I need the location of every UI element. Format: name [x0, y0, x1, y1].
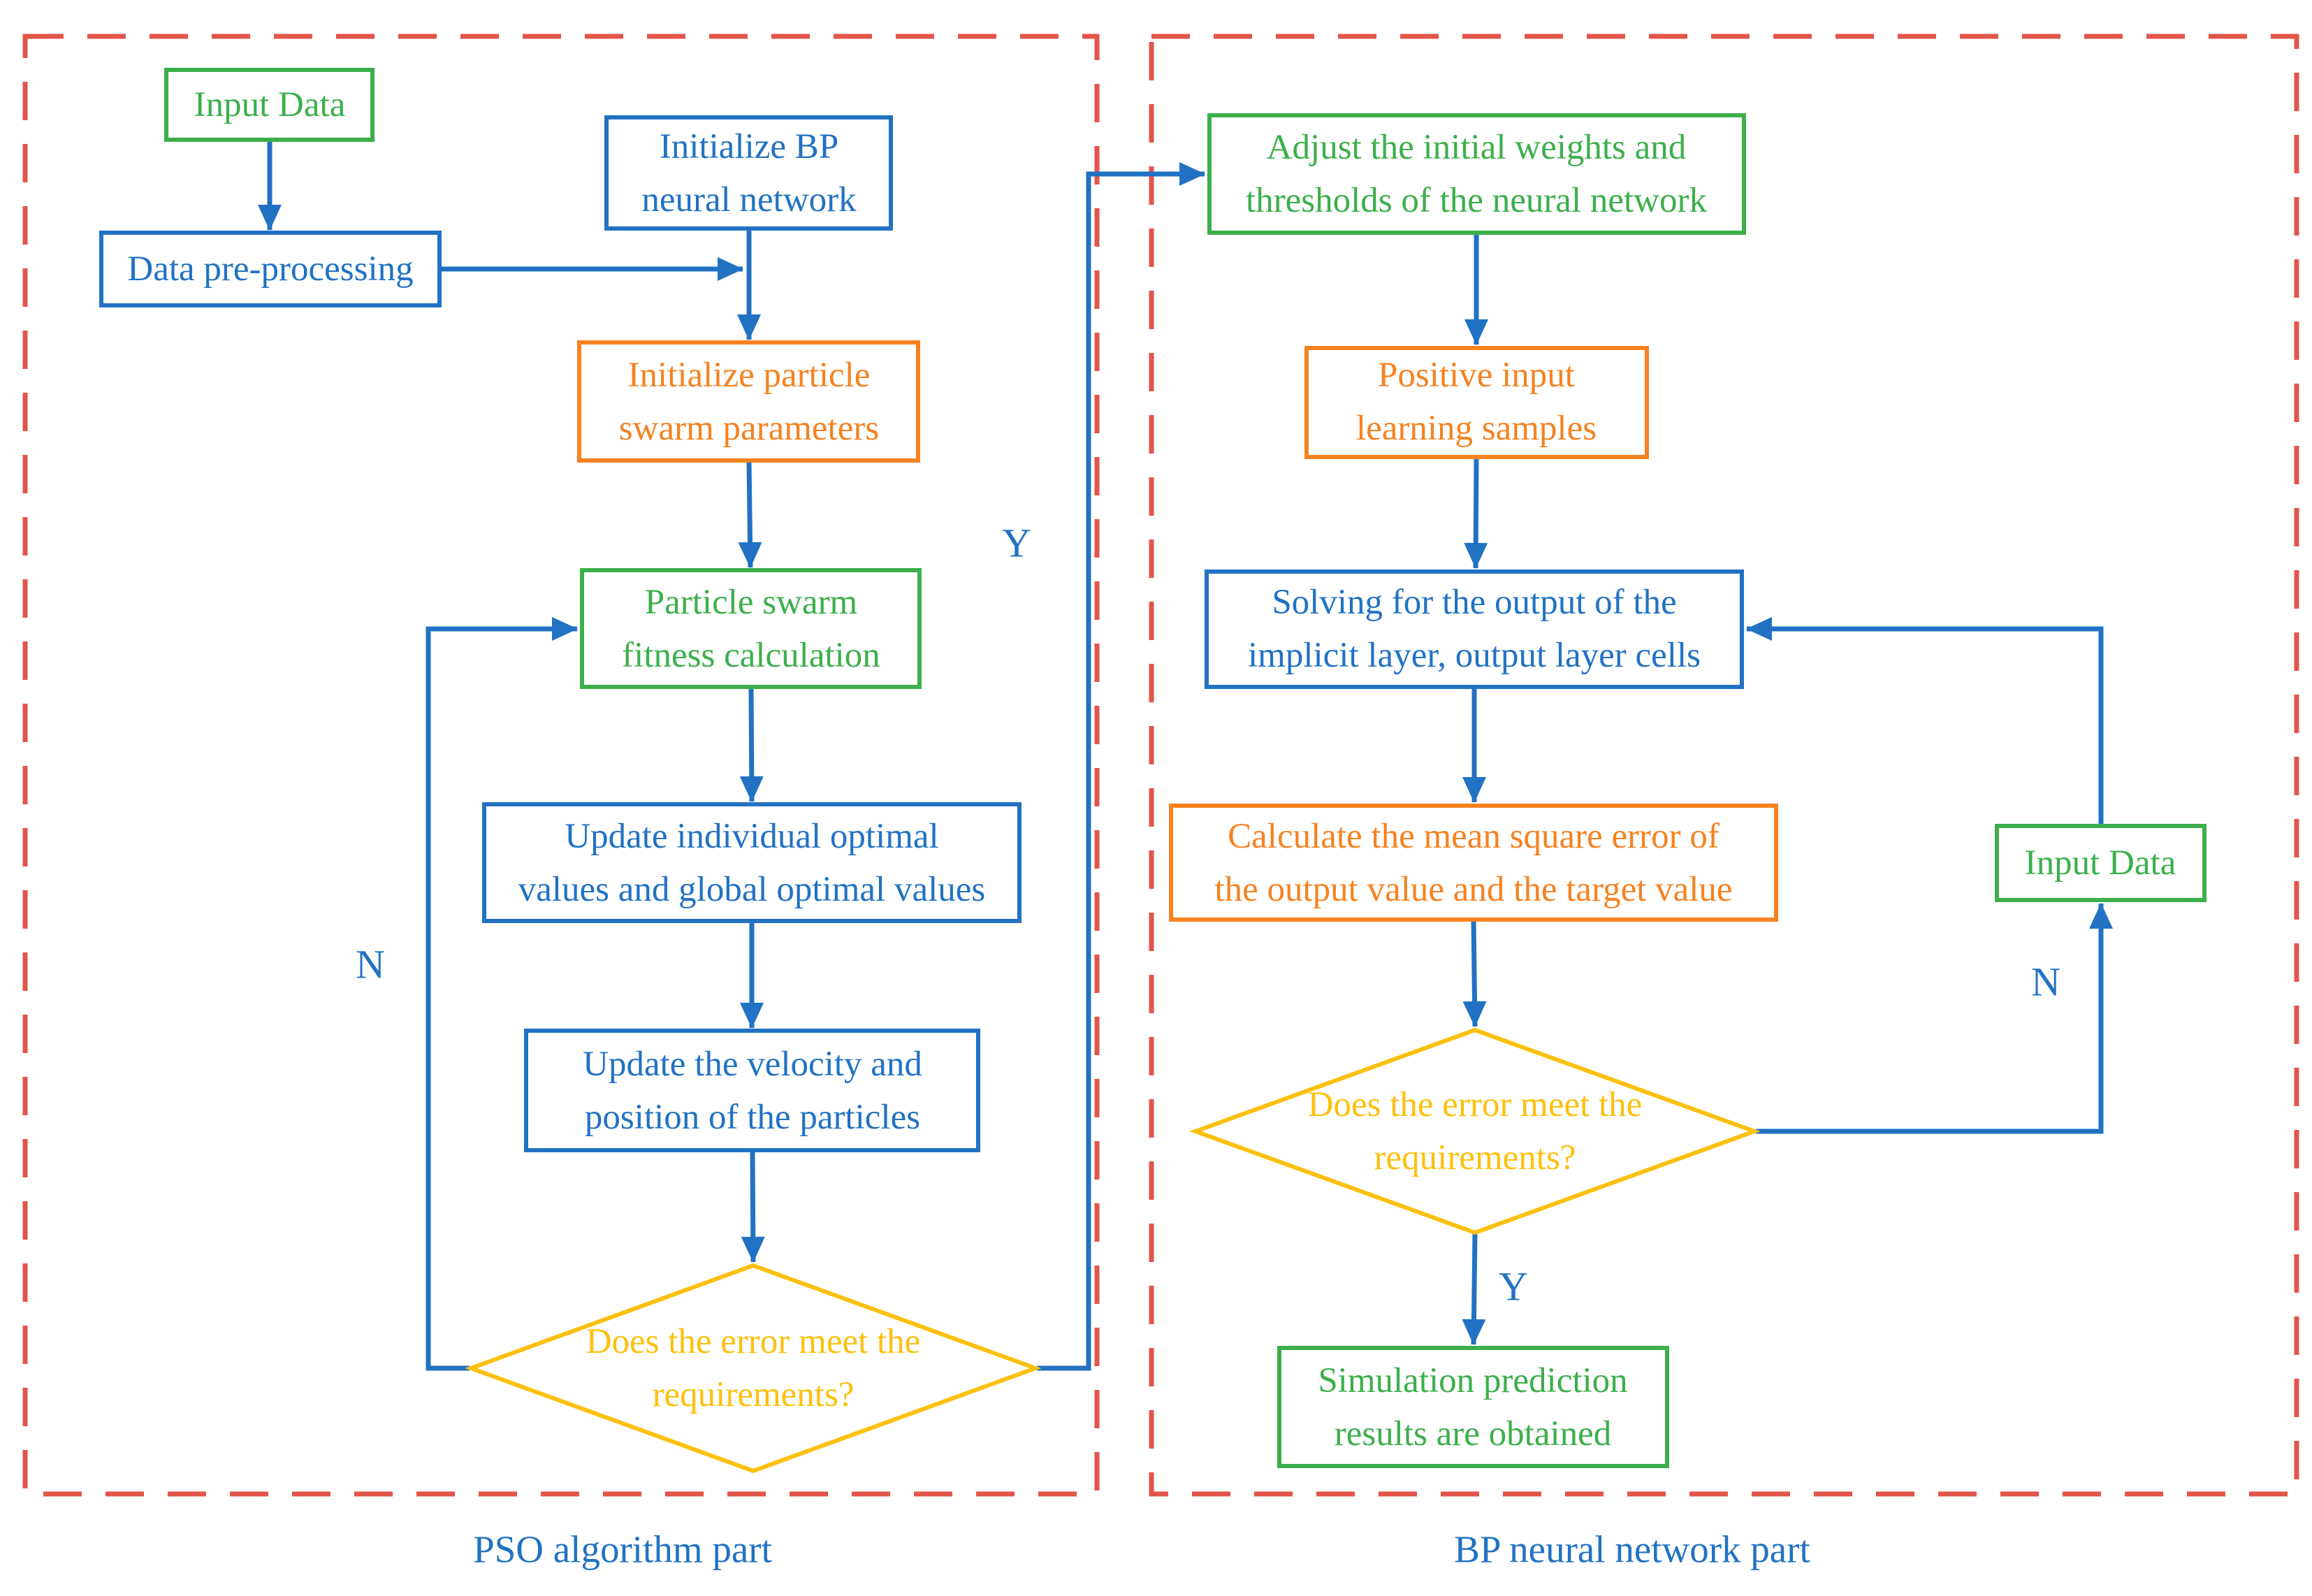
pso-update-optimal-label-line2: values and global optimal values	[518, 870, 986, 909]
node-bp-calc-error: Calculate the mean square error of the o…	[1169, 804, 1778, 922]
edge-fitness-to-updateoptimal	[739, 688, 764, 802]
bp-no-label: N	[2031, 959, 2060, 1005]
pso-fitness-box	[580, 568, 922, 689]
pso-update-optimal-label-line1: Update individual optimal	[565, 817, 938, 856]
pso-init-bp-label-line1: Initialize BP	[660, 127, 838, 166]
pso-panel-title: PSO algorithm part	[473, 1528, 772, 1571]
node-bp-solving: Solving for the output of the implicit l…	[1205, 570, 1744, 689]
edge-bp-decision-no-to-inputdata	[1756, 903, 2113, 1134]
pso-update-velocity-label-line2: position of the particles	[585, 1098, 920, 1137]
node-bp-adjust-weights: Adjust the initial weights and threshold…	[1207, 113, 1746, 235]
bp-decision-label-line1: Does the error meet the	[1308, 1085, 1643, 1124]
pso-decision-label-line2: requirements?	[653, 1375, 855, 1414]
bp-adjust-weights-label-line2: thresholds of the neural network	[1246, 181, 1707, 220]
pso-update-optimal-box	[482, 802, 1022, 923]
bp-input-data-box	[1995, 824, 2206, 902]
pso-init-swarm-box	[577, 340, 920, 463]
bp-adjust-weights-box	[1207, 113, 1746, 235]
bp-input-data-label: Input Data	[2025, 843, 2176, 883]
pso-update-velocity-box	[524, 1029, 980, 1152]
bp-panel-border	[1149, 34, 2299, 1497]
node-pso-decision: Does the error meet the requirements?	[465, 1263, 1042, 1474]
edge-bp-decision-yes-to-simulation	[1462, 1233, 1486, 1345]
bp-simulation-box	[1277, 1346, 1669, 1468]
pso-preprocess-label: Data pre-processing	[127, 249, 413, 289]
pso-decision-label-line1: Does the error meet the	[586, 1322, 921, 1361]
bp-positive-input-box	[1304, 346, 1649, 459]
bp-positive-input-label-line1: Positive input	[1378, 356, 1575, 395]
pso-init-swarm-label-line1: Initialize particle	[628, 356, 871, 395]
node-pso-update-optimal: Update individual optimal values and glo…	[482, 802, 1022, 923]
pso-decision-diamond	[465, 1263, 1042, 1474]
bp-yes-label: Y	[1499, 1264, 1528, 1310]
bp-calc-error-box	[1169, 804, 1778, 922]
pso-no-label: N	[356, 942, 385, 987]
pso-fitness-label-line2: fitness calculation	[622, 636, 880, 675]
pso-init-swarm-label-line2: swarm parameters	[619, 409, 879, 448]
pso-input-data-box	[164, 68, 375, 142]
node-bp-simulation: Simulation prediction results are obtain…	[1277, 1346, 1669, 1468]
bp-solving-label-line2: implicit layer, output layer cells	[1248, 636, 1701, 675]
bp-panel-title: BP neural network part	[1454, 1528, 1810, 1571]
bp-decision-label-line2: requirements?	[1374, 1138, 1576, 1177]
bp-positive-input-label-line2: learning samples	[1356, 409, 1597, 448]
edge-pso-decision-no-loop	[426, 617, 578, 1371]
edge-calcerror-to-decision	[1462, 920, 1487, 1027]
pso-init-bp-box	[604, 115, 893, 231]
bp-calc-error-label-line2: the output value and the target value	[1214, 870, 1732, 909]
node-pso-fitness: Particle swarm fitness calculation	[580, 568, 922, 689]
pso-preprocess-box	[99, 231, 442, 307]
node-pso-input-data: Input Data	[164, 68, 375, 142]
bp-simulation-label-line2: results are obtained	[1335, 1414, 1612, 1453]
pso-yes-label: Y	[1002, 521, 1031, 566]
node-pso-init-swarm: Initialize particle swarm parameters	[577, 340, 920, 463]
node-pso-preprocess: Data pre-processing	[99, 231, 442, 307]
bp-solving-label-line1: Solving for the output of the	[1272, 583, 1676, 622]
pso-update-velocity-label-line1: Update the velocity and	[583, 1045, 922, 1084]
edge-pso-decision-yes-to-adjustweights	[1037, 162, 1205, 1371]
pso-panel-border	[22, 34, 1100, 1497]
bp-decision-diamond	[1189, 1027, 1761, 1235]
pso-init-bp-label-line2: neural network	[641, 180, 857, 219]
edge-inputdata-to-solving-return	[1746, 617, 2104, 825]
node-pso-init-bp: Initialize BP neural network	[604, 115, 893, 231]
pso-input-data-label: Input Data	[194, 85, 346, 124]
node-bp-positive-input: Positive input learning samples	[1304, 346, 1649, 459]
bp-adjust-weights-label-line1: Adjust the initial weights and	[1267, 128, 1687, 167]
edge-initswarm-to-fitness	[738, 461, 762, 568]
node-bp-input-data: Input Data	[1995, 824, 2206, 902]
bp-calc-error-label-line1: Calculate the mean square error of	[1228, 817, 1720, 856]
node-pso-update-velocity: Update the velocity and position of the …	[524, 1029, 980, 1152]
pso-fitness-label-line1: Particle swarm	[645, 583, 857, 622]
node-bp-decision: Does the error meet the requirements?	[1189, 1027, 1761, 1235]
bp-simulation-label-line1: Simulation prediction	[1318, 1361, 1627, 1400]
bp-solving-box	[1205, 570, 1744, 689]
